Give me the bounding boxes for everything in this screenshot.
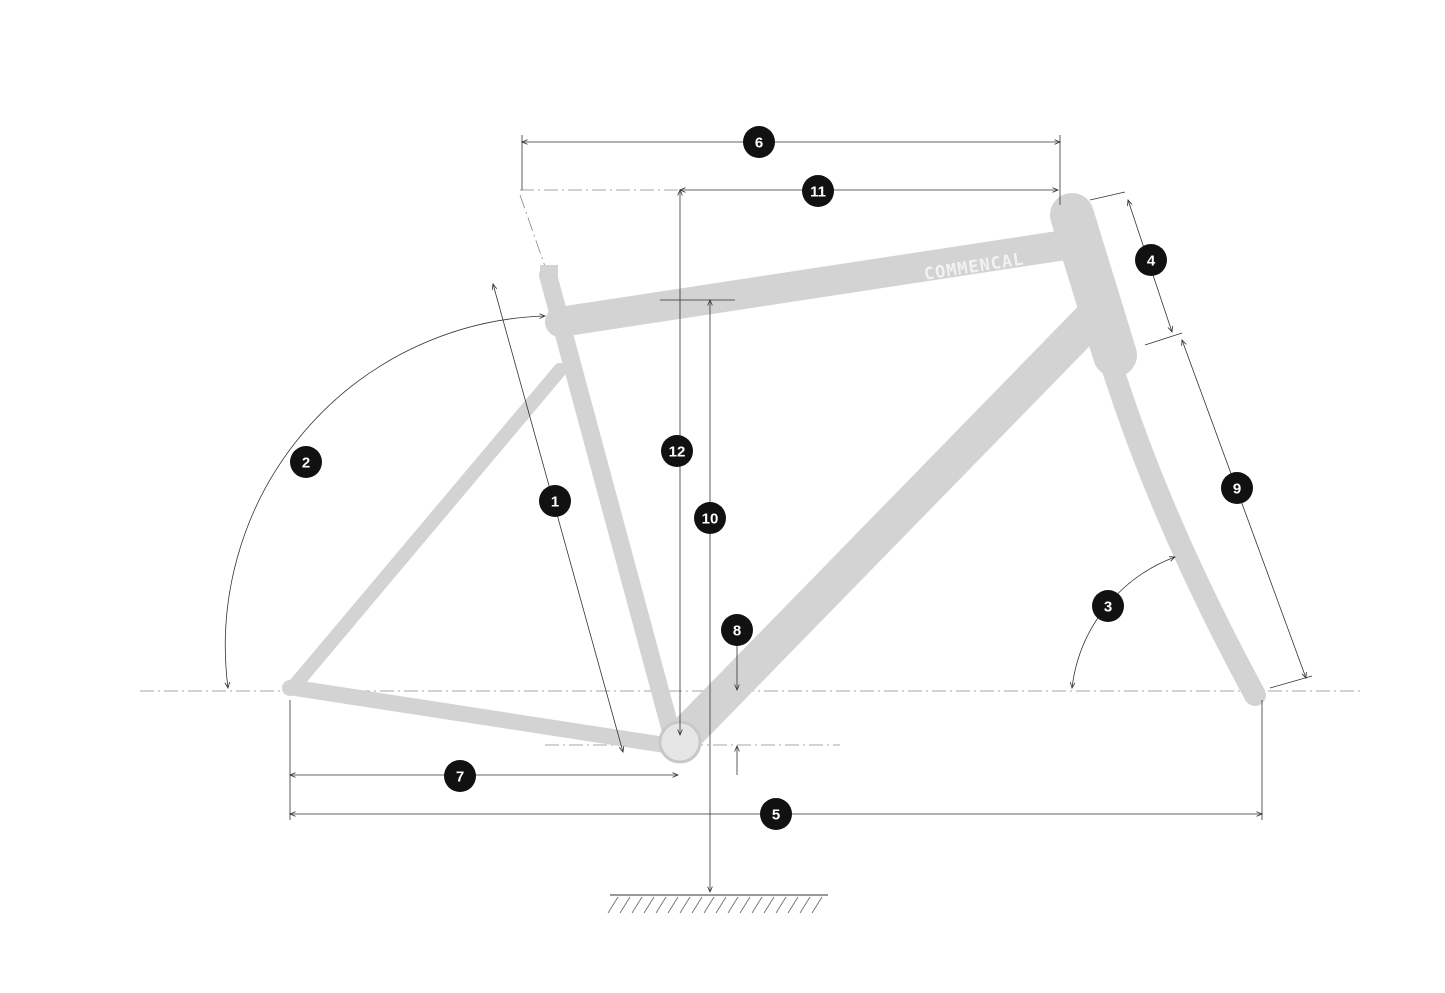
rear-dropout [282, 680, 298, 696]
measurement-badge-label: 9 [1233, 481, 1241, 498]
measurement-badge-2: 2 [290, 446, 322, 478]
measurement-badge-label: 6 [755, 135, 763, 152]
dim-3-head-angle-arc [1072, 557, 1175, 688]
ground-symbol [607, 894, 828, 914]
measurement-badge-label: 8 [733, 623, 741, 640]
top-tube [545, 230, 1080, 337]
measurement-badge-label: 11 [810, 184, 826, 201]
measurement-badge-label: 1 [551, 494, 559, 511]
dim-9-fork-line [1182, 340, 1306, 678]
fork [1099, 349, 1266, 706]
measurement-badge-4: 4 [1135, 244, 1167, 276]
measurement-badge-10: 10 [694, 502, 726, 534]
chain-stay [287, 680, 673, 753]
dim-1-seat-tube-line [493, 284, 623, 752]
down-tube [667, 302, 1108, 753]
dim-2-seat-angle-arc [225, 316, 545, 688]
measurement-badge-label: 2 [302, 455, 310, 472]
seat-clamp [540, 265, 558, 277]
measurement-badge-label: 4 [1147, 253, 1156, 270]
measurement-badge-label: 3 [1104, 599, 1112, 616]
measurement-badge-11: 11 [802, 175, 834, 207]
measurement-badge-6: 6 [743, 126, 775, 158]
front-dropout [1245, 690, 1259, 704]
bike-frame: COMMENCAL [282, 193, 1266, 764]
seat-tube-extension-line [519, 194, 549, 276]
measurement-badge-5: 5 [760, 798, 792, 830]
measurement-badge-label: 7 [456, 769, 464, 786]
measurement-badge-7: 7 [444, 760, 476, 792]
measurement-badge-9: 9 [1221, 472, 1253, 504]
measurement-badge-12: 12 [661, 435, 693, 467]
measurement-badge-label: 5 [772, 807, 780, 824]
measurement-badge-1: 1 [539, 485, 571, 517]
measurement-badge-8: 8 [721, 614, 753, 646]
measurement-badge-label: 10 [702, 511, 719, 528]
measurement-badge-3: 3 [1092, 590, 1124, 622]
measurement-badge-label: 12 [669, 444, 686, 461]
seat-stay [288, 363, 567, 692]
head-tube [1050, 193, 1137, 377]
